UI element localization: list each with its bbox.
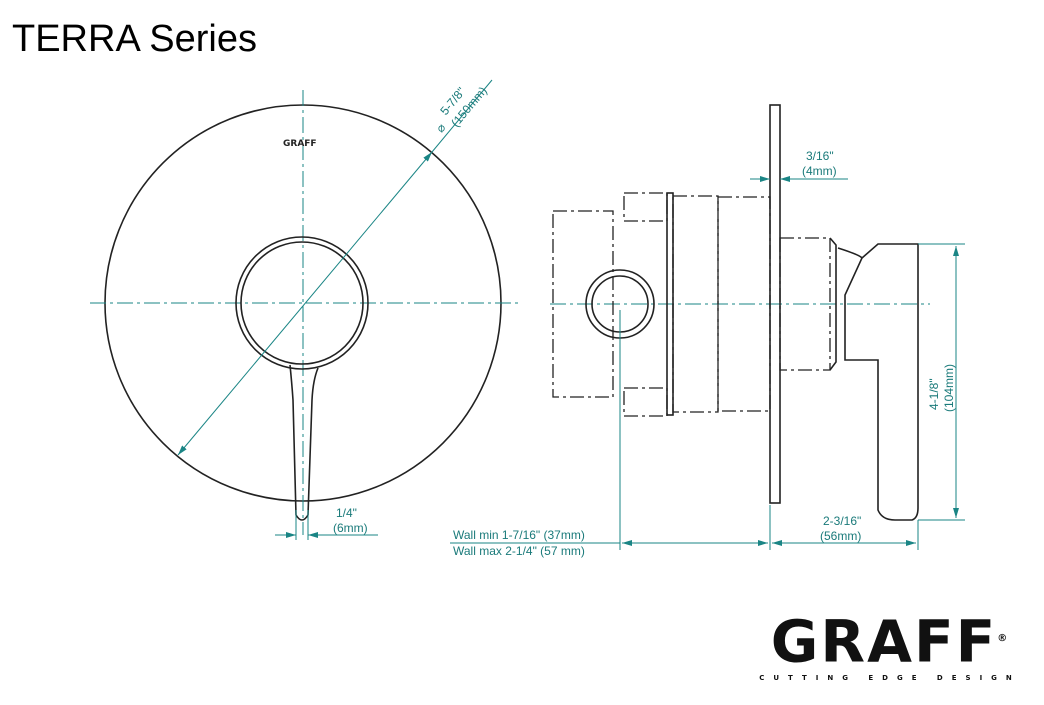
hub-chamfer	[829, 237, 837, 371]
lever-height-mm: (104mm)	[942, 364, 956, 412]
valve-body	[717, 196, 771, 412]
escutcheon-hub	[779, 237, 831, 371]
registered-mark: ®	[997, 633, 1010, 644]
mounting-bracket-top	[623, 192, 668, 222]
lever-width-mm: (6mm)	[333, 521, 368, 535]
mounting-bracket-bottom	[623, 387, 668, 417]
diameter-dimension-line	[177, 151, 433, 456]
valve-housing	[552, 210, 614, 398]
lever-side-outline	[837, 243, 919, 521]
logo-wordmark: GRAFF	[770, 607, 998, 676]
front-view: GRAFF ⌀ 5-7/8" (150mm) 1/4" (6mm)	[90, 79, 520, 540]
side-view: 3/16" (4mm) 4-1/8" (104mm) Wall min 1-7/…	[450, 104, 965, 558]
logo-tagline: CUTTING EDGE DESIGN	[759, 674, 1021, 683]
projection-mm: (56mm)	[820, 529, 861, 543]
plate-brand-mark: GRAFF	[283, 139, 317, 149]
wall-min-label: Wall min 1-7/16" (37mm)	[453, 528, 585, 542]
diameter-symbol: ⌀	[433, 121, 448, 136]
wall-max-label: Wall max 2-1/4" (57 mm)	[453, 544, 585, 558]
diameter-leader-line	[431, 79, 493, 153]
lever-width-inches: 1/4"	[336, 506, 357, 520]
lever-outline	[289, 364, 319, 521]
page-title: TERRA Series	[12, 18, 257, 60]
plate-thickness-mm: (4mm)	[802, 164, 837, 178]
lever-height-inches: 4-1/8"	[927, 378, 941, 410]
plate-thickness-inches: 3/16"	[806, 149, 834, 163]
graff-logo: GRAFF® CUTTING EDGE DESIGN	[755, 610, 1025, 682]
projection-inches: 2-3/16"	[823, 514, 861, 528]
